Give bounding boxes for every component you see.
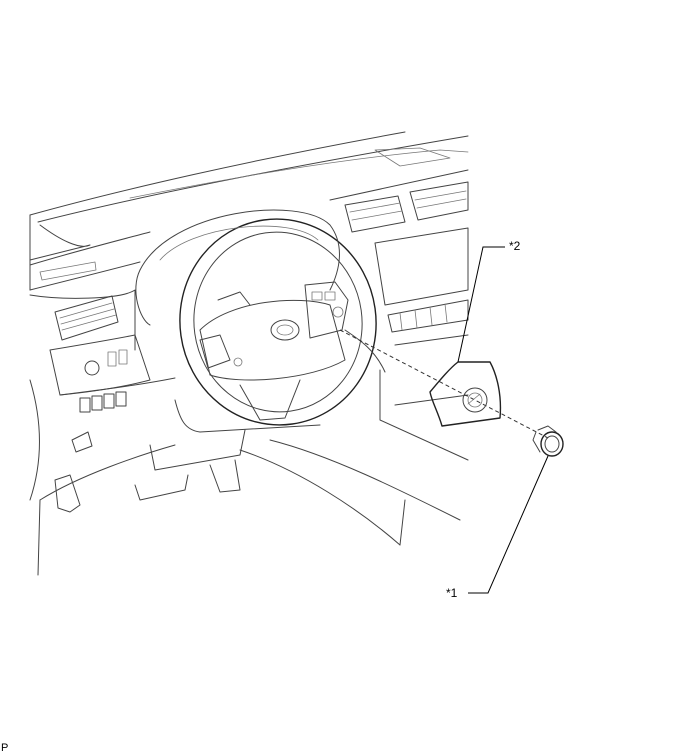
left-switch-panel (29, 334, 176, 576)
leader-line-1 (468, 455, 549, 594)
figure-code: P (1, 742, 9, 754)
floor-pedals (134, 439, 461, 546)
steering-wheel (179, 218, 377, 426)
callout-label-part-1: *1 (446, 586, 458, 600)
instrument-cluster (135, 209, 340, 326)
installation-path-line (339, 329, 549, 439)
left-vent (29, 261, 136, 351)
center-stack (329, 169, 469, 461)
steering-column (149, 281, 386, 471)
leader-line-2 (457, 246, 505, 363)
callout-label-part-2: *2 (509, 239, 521, 253)
switch-bezel-part (429, 361, 502, 427)
switch-knob-part (532, 425, 564, 457)
dashboard-outline (29, 131, 469, 291)
